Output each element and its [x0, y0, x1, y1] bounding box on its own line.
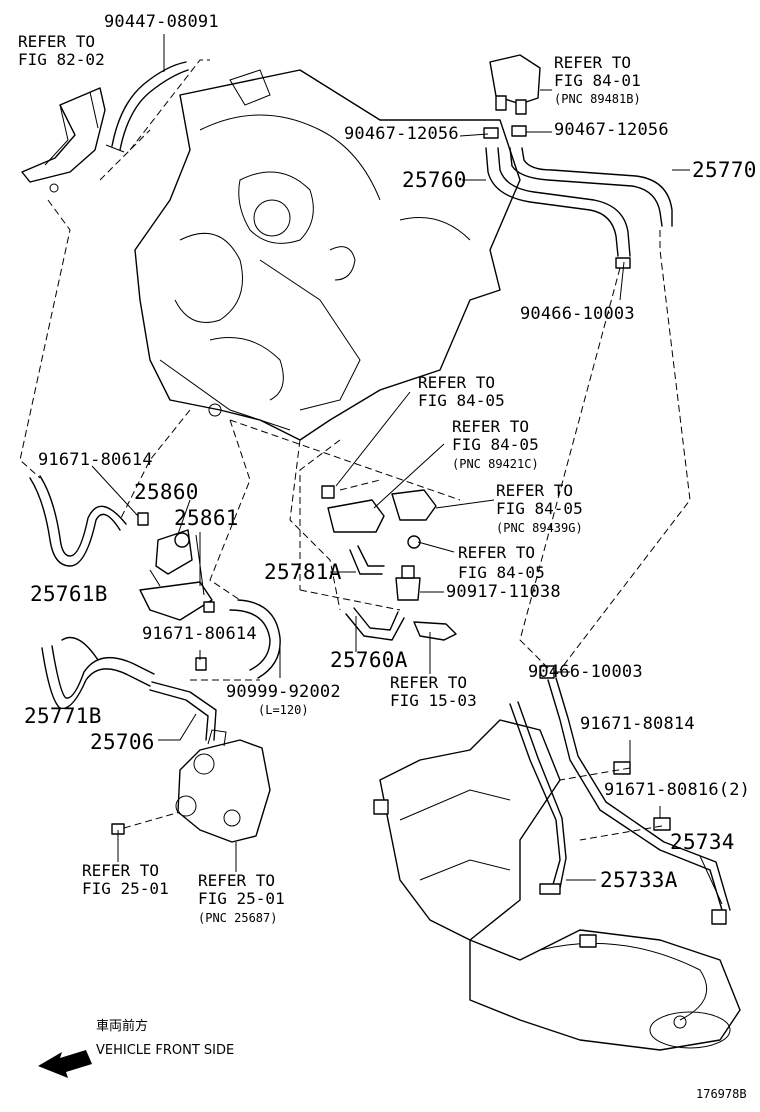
label-pnc-89439g: (PNC 89439G) [496, 521, 583, 535]
vsv-fig84-01 [489, 54, 541, 115]
hose-25771B [41, 636, 155, 710]
label-fig-15-03: FIG 15-03 [390, 691, 477, 710]
vsv-group-84-05 [321, 485, 437, 549]
label-91671-80614: 91671-80614 [142, 624, 257, 644]
label-25781a: 25781A [264, 560, 342, 584]
label-25771b: 25771B [24, 704, 102, 728]
clip-fig15-03 [413, 621, 457, 641]
exhaust-manifold [373, 719, 741, 1051]
sensor-pipe-25733A [509, 701, 567, 895]
left-arrow-icon [38, 1050, 92, 1078]
label-90466-10003: 90466-10003 [528, 662, 643, 682]
label-91671-80614: 91671-80614 [38, 450, 153, 470]
bracket-25861 [139, 534, 213, 621]
hose-25781A [349, 545, 385, 575]
label-25770: 25770 [692, 158, 757, 182]
hose-25770 [509, 147, 673, 227]
label-fig-82-02: FIG 82-02 [18, 50, 105, 69]
label-refer-to: REFER TO [418, 373, 496, 392]
label-25706: 25706 [90, 730, 155, 754]
bracket-fig82 [21, 87, 106, 193]
label-vehicle-front-side: VEHICLE FRONT SIDE [96, 1043, 235, 1058]
label-fig-25-01: FIG 25-01 [198, 889, 285, 908]
label-refer-to: REFER TO [554, 53, 632, 72]
label-fig-84-05: FIG 84-05 [458, 563, 545, 582]
label-25760: 25760 [402, 168, 467, 192]
label-pnc-25687: (PNC 25687) [198, 911, 278, 925]
filter-90917 [395, 565, 421, 601]
clamps-90467 [483, 125, 631, 269]
label-90917-11038: 90917-11038 [446, 582, 561, 602]
label-90466-10003: 90466-10003 [520, 304, 635, 324]
label-25860: 25860 [134, 480, 199, 504]
bolt-91671-80816 [653, 817, 671, 831]
label-vehicle-front-jp: 車両前方 [96, 1019, 149, 1034]
label-fig-84-05: FIG 84-05 [452, 435, 539, 454]
label-length: (L=120) [258, 703, 309, 717]
label-25733a: 25733A [600, 868, 678, 892]
label-refer-to: REFER TO [390, 673, 468, 692]
mount-bracket [175, 729, 271, 843]
hose-25760A [345, 607, 405, 641]
pipe-25706 [149, 681, 217, 741]
vsv-25860 [149, 529, 193, 587]
engine-assembly [134, 69, 521, 441]
bolts-91671 [137, 512, 215, 671]
label-fig-84-01: FIG 84-01 [554, 71, 641, 90]
label-refer-to: REFER TO [452, 417, 530, 436]
label-refer-to: REFER TO [18, 32, 96, 51]
label-25861: 25861 [174, 506, 239, 530]
label-fig-84-05: FIG 84-05 [418, 391, 505, 410]
label-fig-84-05: FIG 84-05 [496, 499, 583, 518]
label-pnc-89481b: (PNC 89481B) [554, 92, 641, 106]
label-91671-80816: 91671-80816(2) [604, 780, 751, 800]
figure-id: 176978B [696, 1087, 747, 1101]
hose-90999 [229, 599, 281, 679]
leader-lines [91, 34, 723, 905]
label-90447-08091: 90447-08091 [104, 12, 219, 32]
label-25761b: 25761B [30, 582, 108, 606]
label-refer-to: REFER TO [496, 481, 574, 500]
label-25734: 25734 [670, 830, 735, 854]
label-90467-12056: 90467-12056 [554, 120, 669, 140]
label-25760a: 25760A [330, 648, 408, 672]
connection-lines [19, 59, 691, 841]
label-90467-12056: 90467-12056 [344, 124, 459, 144]
label-91671-80814: 91671-80814 [580, 714, 695, 734]
label-refer-to: REFER TO [198, 871, 276, 890]
hose-25760 [485, 147, 631, 257]
label-refer-to: REFER TO [458, 543, 536, 562]
hose-90447 [105, 61, 189, 153]
hose-25761B [29, 475, 127, 567]
sensor-pipe-25734 [539, 665, 731, 925]
label-90999-92002: 90999-92002 [226, 682, 341, 702]
label-pnc-89421c: (PNC 89421C) [452, 457, 539, 471]
label-refer-to: REFER TO [82, 861, 160, 880]
label-fig-25-01: FIG 25-01 [82, 879, 169, 898]
